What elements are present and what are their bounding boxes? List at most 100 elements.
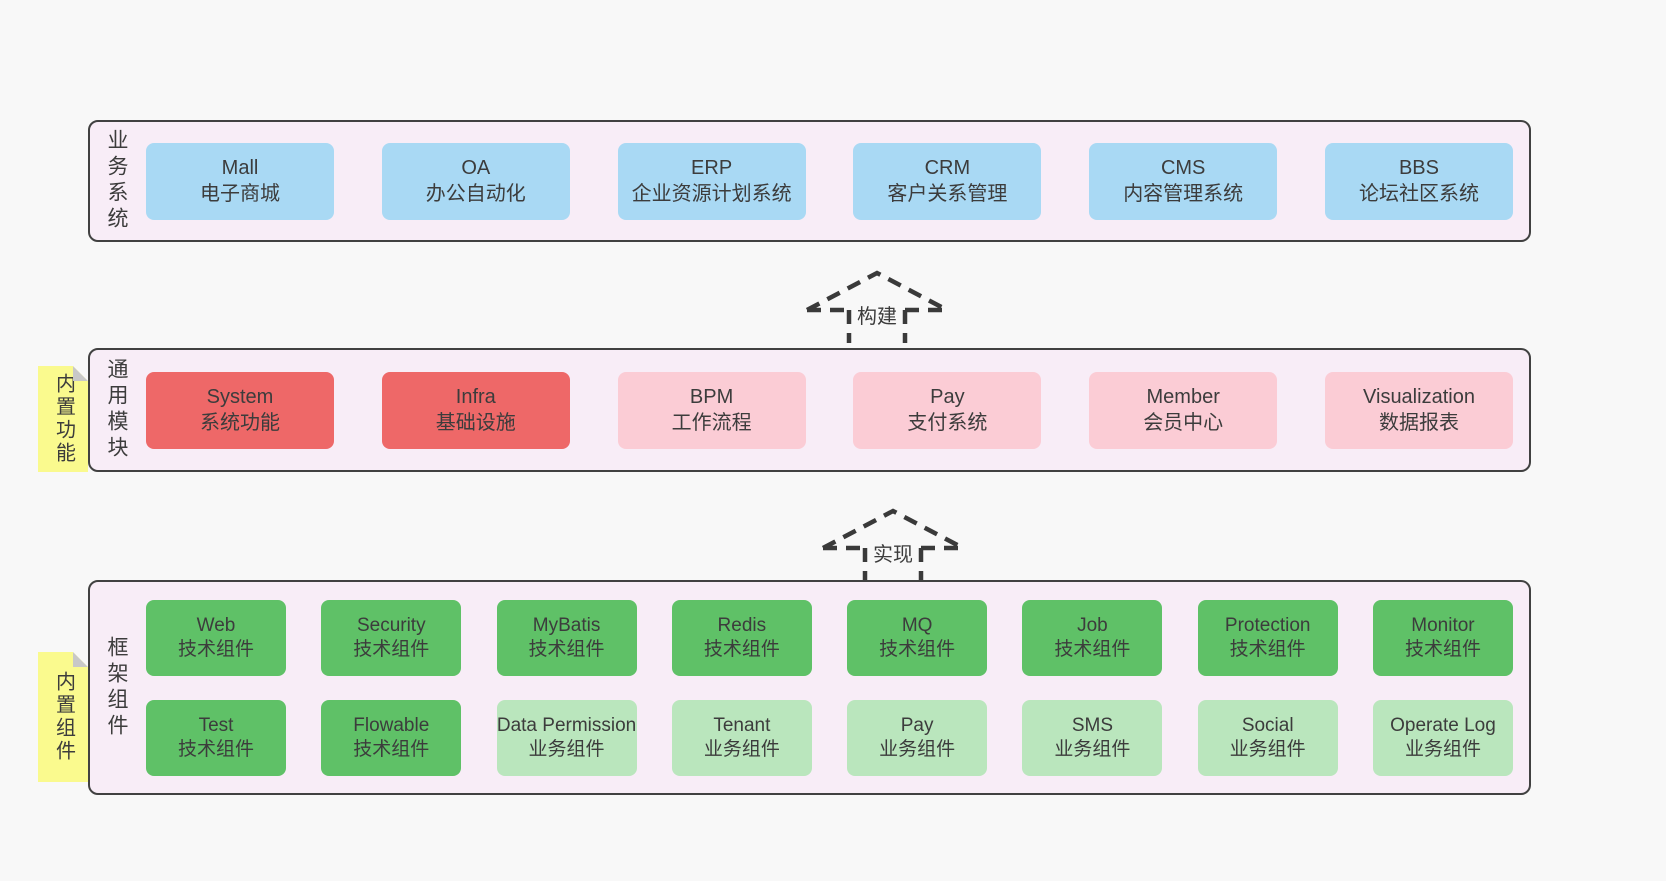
box-job: Job 技术组件 [1022, 599, 1163, 676]
box-subtitle: 技术组件 [177, 738, 254, 760]
box-title: Web [196, 614, 236, 636]
box-oa: OA 办公自动化 [381, 142, 570, 220]
box-subtitle: 办公自动化 [425, 183, 526, 205]
sticky-note-builtin-features: 内置功能 [38, 366, 88, 472]
box-title: BPM [689, 386, 734, 408]
box-title: Operate Log [1390, 714, 1496, 736]
arrow-implement-label: 实现 [869, 538, 917, 567]
box-title: Social [1241, 714, 1294, 736]
box-protection: Protection 技术组件 [1197, 599, 1338, 676]
box-subtitle: 技术组件 [528, 638, 605, 660]
box-bbs: BBS 论坛社区系统 [1324, 142, 1513, 220]
arrow-implement: 实现 [820, 507, 966, 583]
box-subtitle: 客户关系管理 [887, 183, 1008, 205]
box-subtitle: 工作流程 [671, 412, 752, 434]
box-subtitle: 论坛社区系统 [1358, 183, 1479, 205]
box-title: Tenant [713, 714, 771, 736]
box-title: Data Permission [496, 714, 637, 736]
box-title: Mall [221, 157, 259, 179]
box-title: Protection [1224, 614, 1311, 636]
box-mall: Mall 电子商城 [146, 142, 334, 220]
sticky-note-builtin-components: 内置组件 [38, 652, 88, 782]
box-subtitle: 企业资源计划系统 [631, 183, 792, 205]
up-arrow-icon [805, 270, 949, 343]
box-member: Member 会员中心 [1089, 371, 1278, 449]
box-subtitle: 技术组件 [353, 638, 430, 660]
box-title: SMS [1071, 714, 1113, 736]
box-monitor: Monitor 技术组件 [1372, 599, 1513, 676]
box-title: CMS [1160, 157, 1206, 179]
box-redis: Redis 技术组件 [671, 599, 812, 676]
box-subtitle: 系统功能 [200, 412, 280, 434]
box-pay-system: Pay 支付系统 [853, 371, 1042, 449]
box-tenant: Tenant 业务组件 [671, 699, 812, 776]
sticky-fold-icon [73, 366, 88, 381]
band-common-modules: 通用模块 System 系统功能 Infra 基础设施 BPM 工作流程 Pay… [88, 348, 1531, 472]
box-title: System [206, 386, 274, 408]
box-data-permission: Data Permission 业务组件 [496, 699, 637, 776]
box-subtitle: 电子商城 [200, 183, 280, 205]
box-infra: Infra 基础设施 [381, 371, 570, 449]
box-sms: SMS 业务组件 [1022, 699, 1163, 776]
box-title: ERP [691, 157, 733, 179]
box-subtitle: 业务组件 [1404, 738, 1481, 760]
box-title: Security [356, 614, 426, 636]
box-title: Flowable [353, 714, 430, 736]
box-flowable: Flowable 技术组件 [321, 699, 462, 776]
box-subtitle: 会员中心 [1143, 412, 1224, 434]
common-modules-row: System 系统功能 Infra 基础设施 BPM 工作流程 Pay 支付系统… [146, 371, 1513, 449]
box-subtitle: 支付系统 [907, 412, 988, 434]
box-subtitle: 技术组件 [1054, 638, 1131, 660]
framework-components-row-2: Test 技术组件 Flowable 技术组件 Data Permission … [146, 699, 1513, 776]
box-subtitle: 技术组件 [1229, 638, 1306, 660]
box-title: MQ [901, 614, 933, 636]
band-business-systems: 业务系统 Mall 电子商城 OA 办公自动化 ERP 企业资源计划系统 CRM… [88, 120, 1531, 242]
box-subtitle: 基础设施 [435, 412, 516, 434]
framework-components-row-1: Web 技术组件 Security 技术组件 MyBatis 技术组件 Redi… [146, 599, 1513, 676]
box-crm: CRM 客户关系管理 [853, 142, 1042, 220]
box-subtitle: 业务组件 [1054, 738, 1131, 760]
band-label-business-systems: 业务系统 [105, 129, 128, 233]
box-title: CRM [924, 157, 971, 179]
box-mybatis: MyBatis 技术组件 [496, 599, 637, 676]
box-title: Visualization [1363, 386, 1475, 408]
box-title: Redis [717, 614, 767, 636]
box-subtitle: 业务组件 [1229, 738, 1306, 760]
box-visualization: Visualization 数据报表 [1324, 371, 1513, 449]
arrow-build-label: 构建 [853, 300, 901, 329]
sticky-fold-icon [73, 652, 88, 667]
box-subtitle: 技术组件 [177, 638, 254, 660]
box-subtitle: 技术组件 [879, 638, 956, 660]
box-title: Test [198, 714, 234, 736]
box-erp: ERP 企业资源计划系统 [617, 142, 806, 220]
box-title: OA [461, 157, 491, 179]
box-title: Member [1146, 386, 1220, 408]
band-label-framework-components: 框架组件 [105, 635, 128, 740]
sticky-note-label: 内置组件 [52, 671, 75, 763]
box-subtitle: 技术组件 [703, 638, 780, 660]
framework-components-rows: Web 技术组件 Security 技术组件 MyBatis 技术组件 Redi… [146, 599, 1513, 776]
box-title: BBS [1398, 157, 1439, 179]
box-subtitle: 业务组件 [528, 738, 605, 760]
box-test: Test 技术组件 [146, 699, 286, 776]
box-title: Monitor [1411, 614, 1475, 636]
arrow-build: 构建 [804, 269, 950, 345]
box-subtitle: 内容管理系统 [1123, 183, 1244, 205]
box-security: Security 技术组件 [321, 599, 462, 676]
box-subtitle: 业务组件 [879, 738, 956, 760]
box-bpm: BPM 工作流程 [617, 371, 806, 449]
box-title: Job [1077, 614, 1108, 636]
box-title: Pay [930, 386, 965, 408]
box-cms: CMS 内容管理系统 [1089, 142, 1278, 220]
up-arrow-icon [821, 508, 965, 581]
box-system: System 系统功能 [146, 371, 334, 449]
band-label-common-modules: 通用模块 [105, 358, 128, 462]
box-subtitle: 数据报表 [1378, 412, 1459, 434]
box-title: Pay [900, 714, 934, 736]
band-framework-components: 框架组件 Web 技术组件 Security 技术组件 MyBatis 技术组件… [88, 580, 1531, 795]
box-subtitle: 技术组件 [353, 738, 430, 760]
box-mq: MQ 技术组件 [847, 599, 988, 676]
box-pay-component: Pay 业务组件 [847, 699, 988, 776]
box-title: Infra [455, 386, 496, 408]
box-subtitle: 业务组件 [703, 738, 780, 760]
